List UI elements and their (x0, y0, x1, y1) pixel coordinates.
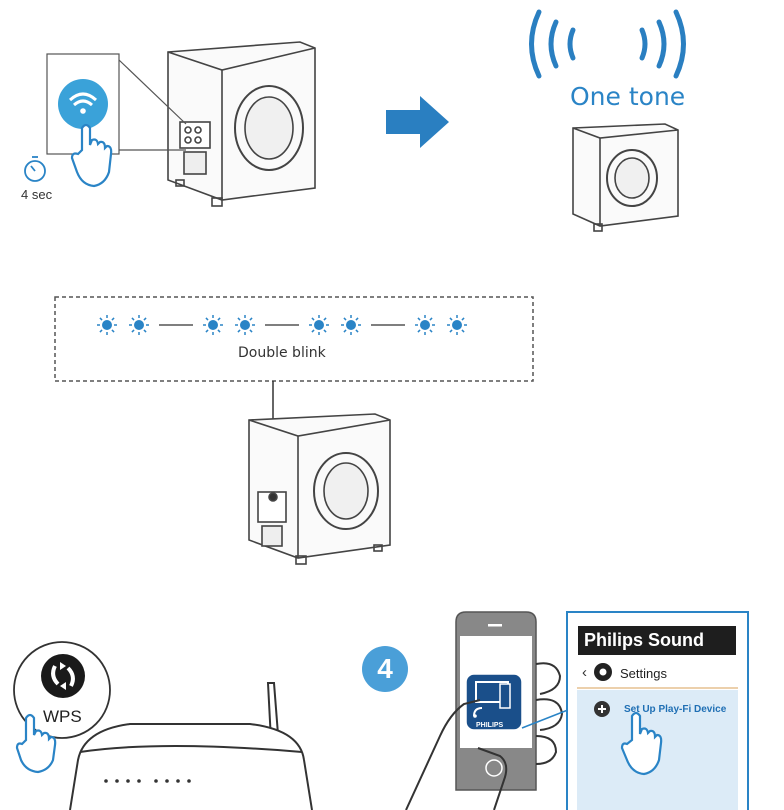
arrow-right-icon (386, 96, 449, 148)
plus-icon (594, 701, 610, 717)
setup-play-fi-button[interactable]: Set Up Play-Fi Device (624, 704, 727, 715)
hold-time-label: 4 sec (21, 187, 53, 202)
sound-waves-icon (529, 9, 686, 79)
back-icon[interactable]: ‹ (582, 664, 587, 681)
hand-press-icon (70, 123, 113, 188)
router-leds (104, 779, 191, 783)
led-blink-icon (415, 315, 435, 335)
led-blink-icon (97, 315, 117, 335)
led-blink-icon (129, 315, 149, 335)
hand-press-icon (620, 711, 663, 776)
router-icon (69, 682, 313, 810)
led-blink-icon (203, 315, 223, 335)
step-number-badge: 4 (362, 646, 408, 692)
led-blink-icon (309, 315, 329, 335)
play-fi-app-icon (465, 673, 523, 731)
wifi-button-icon (58, 79, 108, 129)
speaker-step3 (248, 413, 391, 565)
app-brand-label: PHILIPS (476, 722, 504, 729)
wps-label: WPS (43, 707, 82, 726)
timer-icon (24, 156, 46, 182)
wps-icon (41, 654, 85, 698)
blink-label: Double blink (238, 345, 326, 361)
blink-sequence (97, 315, 467, 335)
settings-label[interactable]: Settings (620, 666, 667, 681)
blink-box (54, 296, 534, 382)
panel-title[interactable]: Philips Sound (578, 626, 736, 655)
tone-label: One tone (570, 82, 686, 111)
led-blink-icon (235, 315, 255, 335)
led-blink-icon (447, 315, 467, 335)
hand-press-icon (15, 713, 57, 774)
speaker-step2 (572, 123, 679, 232)
speaker-step1 (167, 41, 316, 207)
led-blink-icon (341, 315, 361, 335)
gear-icon (594, 663, 612, 681)
hand-holding-phone (405, 662, 564, 810)
